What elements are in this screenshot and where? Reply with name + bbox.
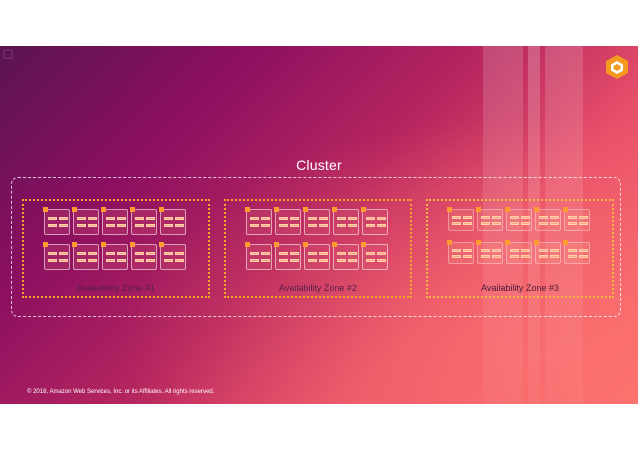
server-node-icon — [563, 207, 590, 231]
node-grid — [245, 207, 394, 270]
server-node-icon — [534, 240, 561, 264]
server-node-icon — [43, 242, 70, 270]
light-beam — [528, 46, 540, 404]
server-node-icon — [43, 207, 70, 235]
server-node-icon — [447, 207, 474, 231]
server-node-icon — [159, 242, 186, 270]
server-node-icon — [303, 207, 330, 235]
server-node-icon — [563, 240, 590, 264]
server-node-icon — [130, 242, 157, 270]
server-node-icon — [505, 240, 532, 264]
node-grid — [43, 207, 192, 270]
server-node-icon — [505, 207, 532, 231]
light-beam — [545, 46, 583, 404]
availability-zone-1: Availability Zone #1 — [22, 199, 210, 298]
server-node-icon — [159, 207, 186, 235]
cluster-boundary — [11, 177, 621, 317]
availability-zone-3: Availability Zone #3 — [426, 199, 614, 298]
server-node-icon — [245, 207, 272, 235]
server-node-icon — [274, 207, 301, 235]
zone-label: Availability Zone #2 — [279, 283, 357, 293]
server-node-icon — [130, 207, 157, 235]
server-node-icon — [476, 207, 503, 231]
server-node-icon — [72, 207, 99, 235]
zone-label: Availability Zone #3 — [481, 283, 559, 293]
server-node-icon — [332, 242, 359, 270]
server-node-icon — [303, 242, 330, 270]
server-node-icon — [101, 242, 128, 270]
zone-label: Availability Zone #1 — [77, 283, 155, 293]
server-node-icon — [361, 207, 388, 235]
server-node-icon — [534, 207, 561, 231]
corner-mark-icon — [3, 49, 13, 59]
server-node-icon — [274, 242, 301, 270]
server-node-icon — [332, 207, 359, 235]
server-node-icon — [245, 242, 272, 270]
node-grid — [447, 207, 596, 264]
availability-zone-2: Availability Zone #2 — [224, 199, 412, 298]
server-node-icon — [361, 242, 388, 270]
copyright-footer: © 2018, Amazon Web Services, Inc. or its… — [27, 389, 215, 395]
cluster-title: Cluster — [296, 157, 342, 173]
server-node-icon — [447, 240, 474, 264]
aws-cube-logo-icon — [606, 55, 628, 79]
light-beam — [483, 46, 523, 404]
server-node-icon — [476, 240, 503, 264]
server-node-icon — [72, 242, 99, 270]
server-node-icon — [101, 207, 128, 235]
